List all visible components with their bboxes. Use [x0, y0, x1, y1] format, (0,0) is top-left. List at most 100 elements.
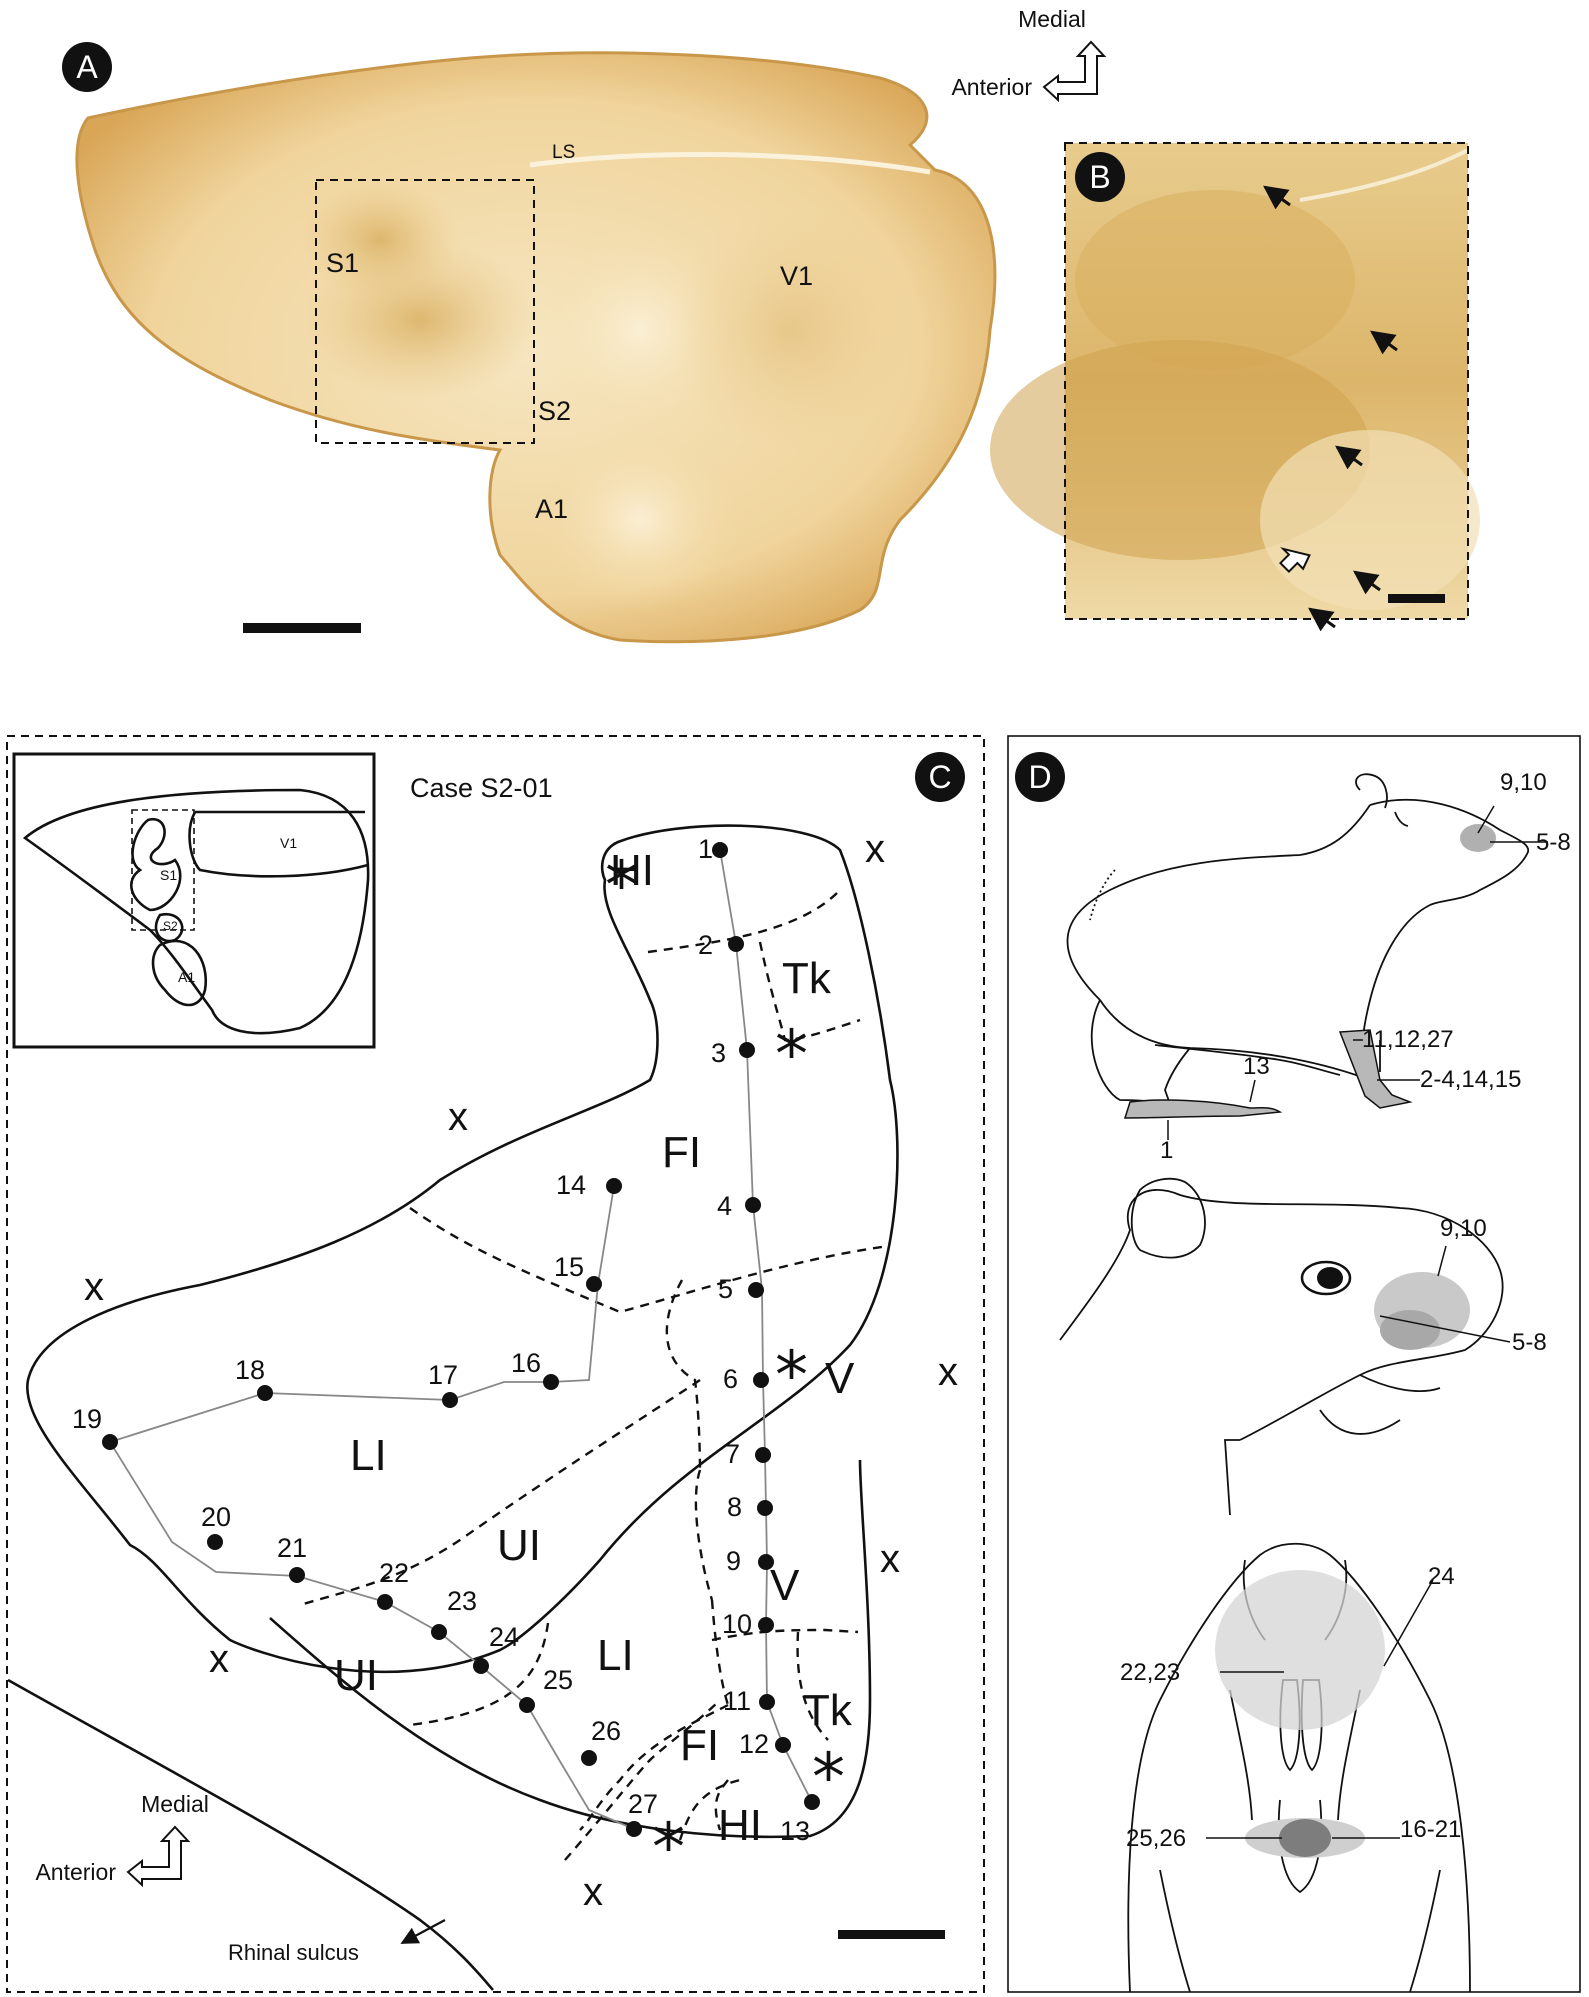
- recording-site-label: 7: [725, 1439, 740, 1469]
- forelimb-shaded: [1338, 1029, 1413, 1109]
- region-ul-low: UI: [334, 1651, 378, 1700]
- scale-bar-b: [1388, 594, 1445, 603]
- region-ul-mid: UI: [497, 1521, 541, 1570]
- recording-site-dot: [473, 1658, 489, 1674]
- panel-b-letter: B: [1089, 159, 1110, 195]
- subdivision-lines: [299, 889, 889, 1861]
- panel-c-letter: C: [928, 759, 951, 795]
- recording-site-label: 19: [72, 1404, 102, 1434]
- recording-site-dot: [207, 1534, 223, 1550]
- teeth-region-shaded: [1215, 1570, 1385, 1730]
- panel-d-badge: [1015, 752, 1065, 802]
- recording-site-dot: [543, 1374, 559, 1390]
- body-label-forepaw: 2-4,14,15: [1420, 1066, 1521, 1093]
- panel-c-badge: [915, 752, 965, 802]
- panel-a-letter: A: [76, 49, 98, 85]
- arrow-icon: [1263, 185, 1291, 210]
- boundary-line: [299, 1379, 701, 1607]
- ear-line: [1355, 773, 1388, 809]
- body-label-hindpaw: 13: [1243, 1053, 1270, 1080]
- panel-b: B: [990, 142, 1480, 632]
- mouth-label-teeth: 22,23: [1120, 1659, 1180, 1686]
- panel-d-frame: [1007, 735, 1581, 1993]
- recording-site-label: 18: [235, 1355, 265, 1385]
- recording-site-dot: [758, 1554, 774, 1570]
- lesion-arrows: [1263, 185, 1398, 632]
- panel-c: C Case S2-01 V1 S1 S2 A1: [6, 735, 985, 1993]
- panel-d: D 9,10 5-8 11,12,27 2-4,14,15 13: [1007, 735, 1581, 1993]
- zoom-light: [1260, 430, 1480, 610]
- recording-site-dot: [377, 1594, 393, 1610]
- lateral-sulcus-line: [529, 152, 931, 175]
- inset-s1: S1: [160, 867, 177, 883]
- inset-s2: S2: [163, 919, 178, 933]
- orientation-anterior: Anterior: [951, 74, 1032, 100]
- s2-map-outline: [269, 1459, 872, 1839]
- body-label-forearm: 11,12,27: [1362, 1026, 1454, 1053]
- arrow-icon: [1353, 570, 1381, 595]
- light-region-a1: [540, 430, 740, 610]
- recording-site-dot: [712, 842, 728, 858]
- snout-outline: [1127, 1542, 1471, 1993]
- boundary-line: [796, 1631, 829, 1741]
- recording-site-dot: [775, 1737, 791, 1753]
- orientation-arrow-icon: [1042, 40, 1107, 103]
- arrow-icon: [1370, 330, 1398, 355]
- rhinal-arrow-icon: [400, 1919, 446, 1944]
- scale-bar-a: [243, 623, 361, 633]
- region-v-top: V: [825, 1354, 855, 1403]
- zoom-sulcus: [1299, 148, 1469, 202]
- recording-site-dot: [739, 1042, 755, 1058]
- orientation-arrow-icon: [126, 1825, 191, 1888]
- pupil: [1317, 1267, 1343, 1289]
- boundary-line: [714, 1779, 729, 1831]
- head-drawing: [1059, 1177, 1504, 1516]
- boundary-line: [665, 1279, 702, 1471]
- body-line: [1164, 1047, 1191, 1105]
- recording-site-label: 3: [711, 1038, 726, 1068]
- recording-site-label: 21: [277, 1533, 307, 1563]
- tongue-region-dark: [1279, 1819, 1331, 1857]
- recording-site-dot: [804, 1794, 820, 1810]
- panel-d-letter: D: [1028, 759, 1051, 795]
- s1-patch-upper: [300, 180, 460, 300]
- mouth-line: [1319, 1409, 1401, 1435]
- recording-site-label: 22: [379, 1558, 409, 1588]
- arrow-icon: [1335, 445, 1363, 470]
- boundary-line: [409, 1207, 889, 1314]
- recording-site-label: 9: [726, 1546, 741, 1576]
- x-mark: x: [865, 827, 885, 871]
- recording-site-dot: [606, 1178, 622, 1194]
- x-mark: x: [84, 1265, 104, 1309]
- body-line: [1361, 798, 1530, 1081]
- recording-site-label: 25: [543, 1665, 573, 1695]
- head-label-b: 5-8: [1512, 1329, 1547, 1356]
- body-label-snout-b: 5-8: [1536, 829, 1571, 856]
- unresponsive-star: *: [605, 847, 638, 924]
- recording-site-dot: [289, 1567, 305, 1583]
- ear-line: [1130, 1177, 1206, 1259]
- unresponsive-star: *: [775, 1337, 808, 1414]
- recording-site-dot: [748, 1282, 764, 1298]
- jaw-line: [1359, 1374, 1441, 1393]
- boundary-line: [564, 1699, 721, 1861]
- body-label-snout-a: 9,10: [1500, 769, 1547, 796]
- orientation-a: Medial Anterior: [951, 6, 1107, 103]
- leader-line: [1383, 1579, 1434, 1667]
- rhinal-sulcus-line: [7, 1678, 494, 1991]
- unresponsive-star: *: [652, 1809, 685, 1886]
- jaw-line: [1159, 1869, 1441, 1993]
- inset-box: [315, 179, 535, 444]
- recording-site-dot: [586, 1276, 602, 1292]
- recording-site-label: 6: [723, 1364, 738, 1394]
- panel-a-badge: [62, 42, 112, 92]
- animal-body-drawing: [1066, 773, 1530, 1105]
- unresponsive-star: *: [812, 1739, 845, 1816]
- boundary-line: [711, 1628, 859, 1642]
- region-v-low: V: [770, 1561, 800, 1610]
- recording-site-label: 27: [628, 1789, 658, 1819]
- mouth-label-tongue-right: 16-21: [1400, 1816, 1461, 1843]
- hindfoot-shaded: [1123, 1099, 1283, 1119]
- recording-site-label: 2: [698, 930, 713, 960]
